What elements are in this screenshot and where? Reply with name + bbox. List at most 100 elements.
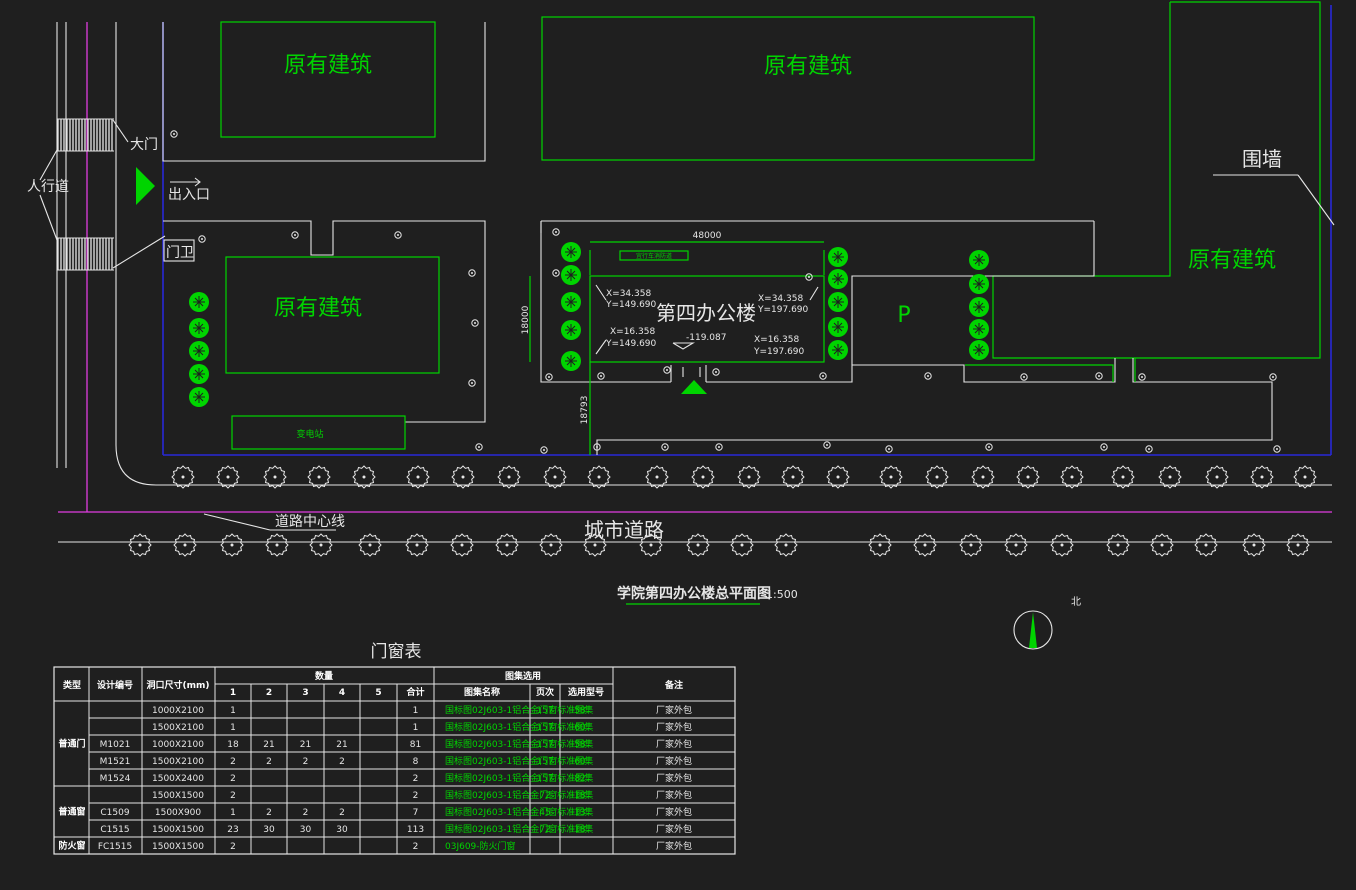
shrub-icon <box>189 341 209 361</box>
city-road-label: 城市道路 <box>584 518 664 542</box>
svg-text:Y=149.690: Y=149.690 <box>605 339 657 349</box>
parking-label: P <box>897 303 910 328</box>
street-tree-icon <box>171 465 195 489</box>
existing-building-n: 原有建筑 <box>541 16 1035 161</box>
cell-model: 13 <box>574 808 585 818</box>
drawing-title: 学院第四办公楼总平面图 <box>617 585 771 602</box>
shrub-icon <box>189 364 209 384</box>
cell-qty: 1 <box>230 706 236 716</box>
cell-size: 1500X2400 <box>152 774 204 784</box>
cell-size: 1500X1500 <box>152 791 204 801</box>
group-label: 普通窗 <box>58 806 85 818</box>
street-tree-icon <box>1205 465 1229 489</box>
shrub-icon <box>189 318 209 338</box>
cell-page: 157 <box>536 706 553 716</box>
road-centerline-label: 道路中心线 <box>275 514 345 530</box>
header-floor: 5 <box>375 688 381 698</box>
group-label: 普通门 <box>58 738 85 750</box>
cell-qty: 2 <box>230 757 236 767</box>
cell-page: 157 <box>536 723 553 733</box>
street-tree-icon <box>497 465 521 489</box>
cell-qty: 8 <box>413 757 419 767</box>
cell-qty: 1 <box>413 706 419 716</box>
cell-size: 1500X1500 <box>152 825 204 835</box>
shrub-icon <box>828 292 848 312</box>
shrub-icon <box>561 320 581 340</box>
cell-qty: 2 <box>230 791 236 801</box>
svg-text:Y=197.690: Y=197.690 <box>753 347 805 357</box>
header-ref-no: 选用型号 <box>568 686 604 698</box>
cell-remark: 厂家外包 <box>656 772 692 784</box>
cell-size: 1500X900 <box>155 808 202 818</box>
svg-text:X=34.358: X=34.358 <box>606 289 651 299</box>
cell-qty: 1 <box>230 808 236 818</box>
lamp-icon <box>715 443 723 451</box>
fire-lane-label: 宜行车消防道 <box>636 252 672 260</box>
lamp-icon <box>985 443 993 451</box>
lamp-icon <box>1095 372 1103 380</box>
header-atlas: 图集选用 <box>505 670 541 682</box>
street-tree-icon <box>450 533 474 557</box>
header-design-no: 设计编号 <box>97 679 133 691</box>
lamp-icon <box>471 319 479 327</box>
lamp-icon <box>1269 373 1277 381</box>
street-tree-icon <box>1106 533 1130 557</box>
lamp-icon <box>663 366 671 374</box>
cell-code: M1521 <box>100 757 131 767</box>
lamp-icon <box>475 443 483 451</box>
street-tree-icon <box>1194 533 1218 557</box>
lamps-layer <box>170 130 1281 454</box>
lamp-icon <box>552 269 560 277</box>
cell-atlas: 03J609-防火门窗 <box>445 840 516 852</box>
lamp-icon <box>394 231 402 239</box>
shrub-icon <box>189 292 209 312</box>
cell-qty: 2 <box>266 757 272 767</box>
drawing-scale: 1:500 <box>766 588 798 601</box>
cell-qty: 2 <box>303 757 309 767</box>
shrub-icon <box>969 340 989 360</box>
cell-qty: 2 <box>413 791 419 801</box>
entry-arrow-icon <box>681 380 707 394</box>
cell-model: 58 <box>574 740 586 750</box>
street-tree-icon <box>1050 533 1074 557</box>
svg-text:原有建筑: 原有建筑 <box>274 296 362 321</box>
street-tree-icon <box>1158 465 1182 489</box>
street-tree-icon <box>1250 465 1274 489</box>
cell-qty: 2 <box>413 774 419 784</box>
street-tree-icon <box>173 533 197 557</box>
cell-qty: 21 <box>263 740 274 750</box>
street-tree-icon <box>265 533 289 557</box>
lamp-icon <box>1138 373 1146 381</box>
street-tree-icon <box>358 533 382 557</box>
street-tree-icon <box>959 533 983 557</box>
cell-atlas: 国标图02J603-1铝合金门窗标准图集 <box>445 721 593 733</box>
lamp-icon <box>712 368 720 376</box>
svg-text:Y=197.690: Y=197.690 <box>757 305 809 315</box>
svg-text:原有建筑: 原有建筑 <box>284 53 372 78</box>
lamp-icon <box>593 443 601 451</box>
cell-qty: 30 <box>263 825 275 835</box>
street-tree-icon <box>1150 533 1174 557</box>
street-tree-icon <box>539 533 563 557</box>
street-tree-icon <box>543 465 567 489</box>
cell-page: 157 <box>536 757 553 767</box>
cell-remark: 厂家外包 <box>656 789 692 801</box>
street-tree-icon <box>216 465 240 489</box>
street-tree-icon <box>691 465 715 489</box>
shrub-icon <box>561 242 581 262</box>
street-tree-icon <box>263 465 287 489</box>
lamp-icon <box>1273 445 1281 453</box>
main-gate-label: 大门 <box>130 137 158 153</box>
cell-remark: 厂家外包 <box>656 823 692 835</box>
shrub-icon <box>828 340 848 360</box>
header-floor: 2 <box>266 688 272 698</box>
street-tree-icon <box>868 533 892 557</box>
street-tree-icon <box>1016 465 1040 489</box>
cell-remark: 厂家外包 <box>656 738 692 750</box>
street-tree-icon <box>925 465 949 489</box>
street-tree-icon <box>1286 533 1310 557</box>
header-remark: 备注 <box>664 679 683 691</box>
cell-code: C1509 <box>100 808 129 818</box>
cell-size: 1500X1500 <box>152 842 204 852</box>
lamp-icon <box>468 379 476 387</box>
